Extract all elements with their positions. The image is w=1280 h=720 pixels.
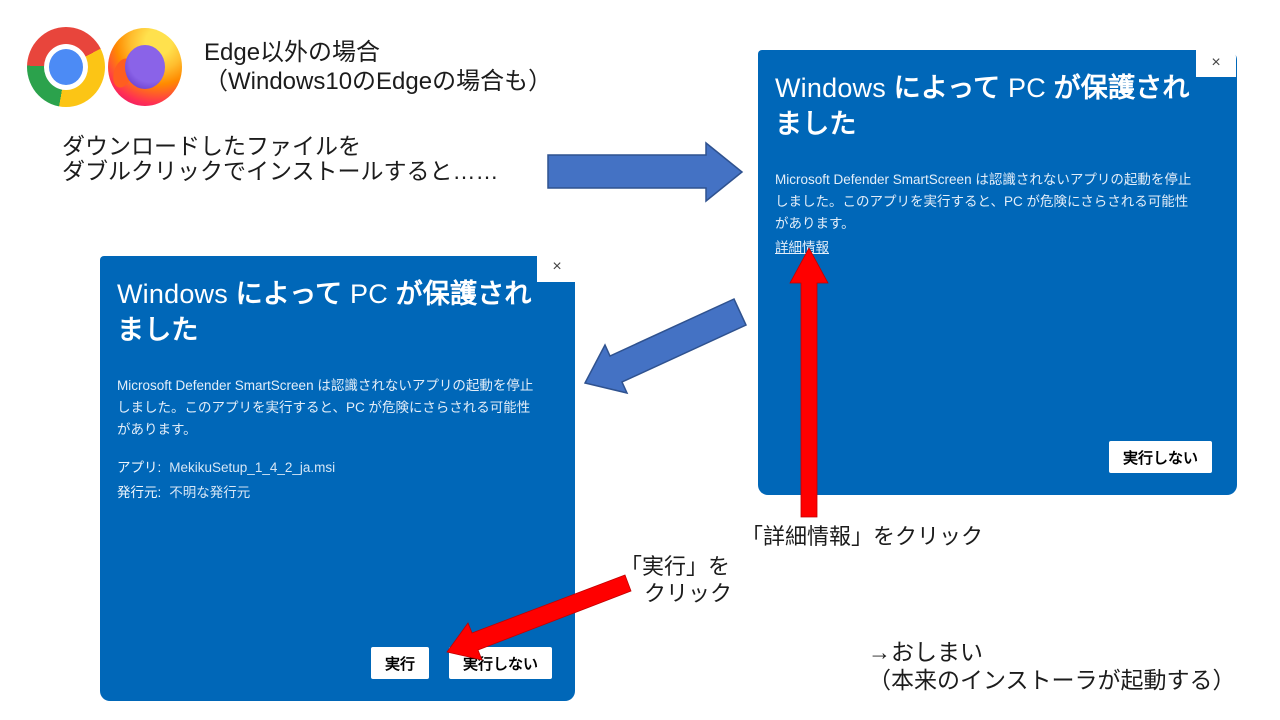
dont-run-button[interactable]: 実行しない — [448, 647, 552, 679]
close-icon: × — [552, 258, 562, 275]
app-filename: MekikuSetup_1_4_2_ja.msi — [169, 460, 336, 475]
title-part-niyotte: によって — [235, 279, 350, 309]
download-note-line2: ダブルクリックでインストールすると…… — [62, 158, 499, 184]
download-note-line1: ダウンロードしたファイルを — [62, 133, 361, 159]
title-part-windows: Windows — [117, 279, 236, 309]
details-click-label: 「詳細情報」をクリック — [741, 524, 984, 549]
download-note: ダウンロードしたファイルを ダブルクリックでインストールすると…… — [62, 134, 499, 184]
close-button[interactable]: × — [1196, 48, 1236, 77]
run-button[interactable]: 実行 — [370, 647, 429, 679]
more-info-link[interactable]: 詳細情報 — [775, 240, 829, 255]
title-part-protected: が保護されました — [117, 279, 532, 345]
arrow-to-first-dialog — [547, 141, 744, 203]
publisher-row: 発行元: 不明な発行元 — [117, 480, 535, 505]
publisher-value: 不明な発行元 — [169, 485, 251, 500]
dialog-body-text: Microsoft Defender SmartScreen は認識されないアプ… — [117, 378, 534, 437]
title-part-pc: PC — [349, 279, 396, 309]
app-label: アプリ: — [117, 460, 162, 475]
title-part-protected: が保護されました — [775, 73, 1190, 139]
title-part-pc: PC — [1007, 73, 1054, 103]
run-click-line1: 「実行」を — [620, 554, 731, 579]
title-part-niyotte: によって — [893, 73, 1008, 103]
dont-run-button[interactable]: 実行しない — [1108, 441, 1212, 473]
publisher-label: 発行元: — [117, 485, 162, 500]
browser-note-line1: Edge以外の場合 — [204, 39, 381, 66]
arrow-to-expanded-dialog — [583, 298, 747, 395]
run-click-label: 「実行」を クリック — [620, 553, 732, 607]
end-note-line1: →おしまい — [868, 639, 983, 665]
browser-note: Edge以外の場合 （Windows10のEdgeの場合も） — [204, 38, 552, 96]
end-note: →おしまい （本来のインストーラが起動する） — [868, 638, 1236, 694]
dialog-body-text: Microsoft Defender SmartScreen は認識されないアプ… — [775, 172, 1192, 231]
run-click-line2: クリック — [644, 581, 733, 606]
close-button[interactable]: × — [537, 252, 577, 282]
dialog-title: Windows によって PC が保護されました — [775, 70, 1197, 142]
dialog-title: Windows によって PC が保護されました — [117, 276, 535, 348]
firefox-icon — [108, 28, 182, 106]
smartscreen-dialog-initial: × Windows によって PC が保護されました Microsoft Def… — [758, 48, 1237, 495]
title-part-windows: Windows — [775, 73, 894, 103]
app-row: アプリ: MekikuSetup_1_4_2_ja.msi — [117, 455, 535, 480]
close-icon: × — [1211, 53, 1221, 71]
chrome-icon — [27, 27, 105, 107]
smartscreen-dialog-expanded: × Windows によって PC が保護されました Microsoft Def… — [100, 252, 577, 701]
end-note-line2: （本来のインストーラが起動する） — [868, 667, 1236, 693]
browser-note-line2: （Windows10のEdgeの場合も） — [204, 68, 553, 95]
